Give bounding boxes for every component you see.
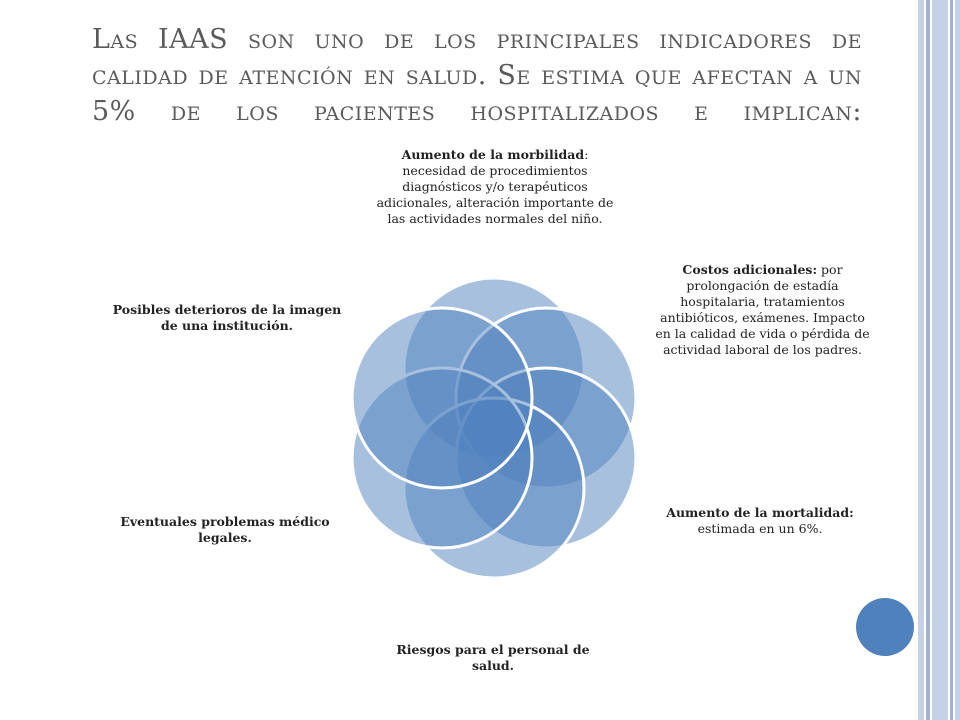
stripe-decoration (918, 0, 924, 720)
stripe-decoration (955, 0, 960, 720)
label-imagen-bold: Posibles deterioros de la imagen de una … (112, 302, 342, 333)
petal-imagen (350, 306, 534, 490)
label-costos-bold: Costos adicionales: (682, 262, 818, 277)
label-riesgos: Riesgos para el personal de salud. (378, 642, 608, 674)
label-morbilidad-text: : necesidad de procedimientos diagnóstic… (376, 147, 614, 226)
stripe-decoration (950, 0, 953, 720)
accent-circle (856, 598, 914, 656)
label-legales: Eventuales problemas médico legales. (120, 514, 330, 546)
label-legales-bold: Eventuales problemas médico legales. (120, 514, 330, 545)
label-morbilidad-bold: Aumento de la morbilidad (401, 147, 585, 162)
label-costos: Costos adicionales: por prolongación de … (655, 262, 870, 358)
label-mortalidad-text: estimada en un 6%. (697, 521, 823, 536)
label-mortalidad: Aumento de la mortalidad: estimada en un… (655, 505, 865, 537)
stripe-decoration (926, 0, 930, 720)
label-costos-text: por prolongación de estadía hospitalaria… (655, 262, 870, 357)
stripe-decoration (932, 0, 948, 720)
slide-title: Las IAAS son uno de los principales indi… (92, 24, 862, 127)
label-mortalidad-bold: Aumento de la mortalidad: (666, 505, 854, 520)
label-morbilidad: Aumento de la morbilidad: necesidad de p… (370, 147, 620, 227)
label-imagen: Posibles deterioros de la imagen de una … (112, 302, 342, 334)
label-riesgos-bold: Riesgos para el personal de salud. (396, 642, 590, 673)
